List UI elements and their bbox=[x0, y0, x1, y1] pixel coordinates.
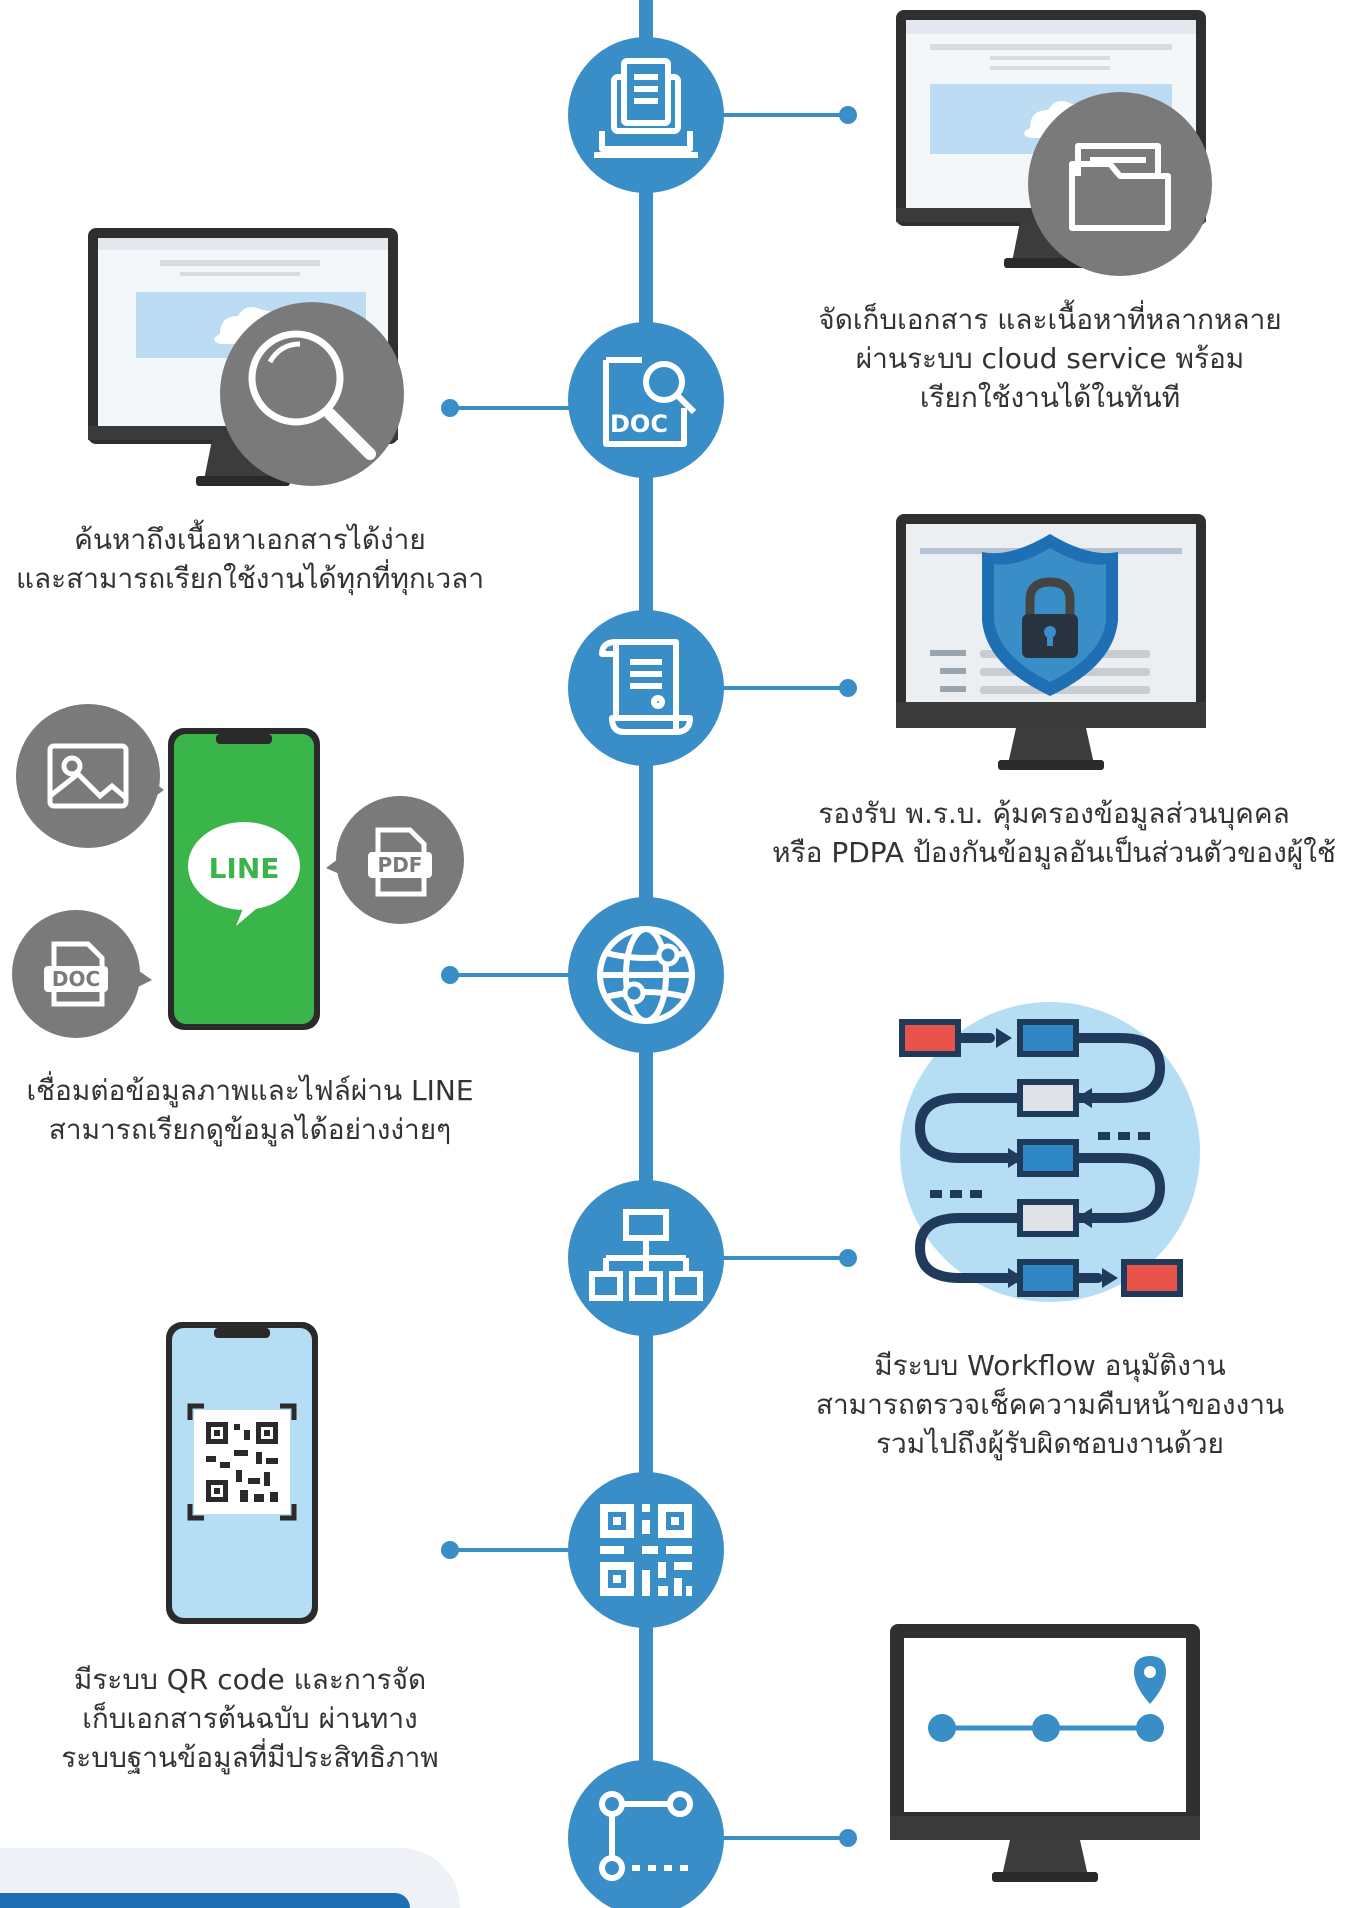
doc-file-icon: DOC bbox=[44, 941, 108, 1007]
workflow-illustration bbox=[899, 1002, 1200, 1302]
qr-code-icon bbox=[568, 1472, 724, 1628]
globe-network-icon bbox=[568, 897, 724, 1053]
qr-code-image-icon bbox=[206, 1422, 278, 1502]
sitemap-hierarchy-icon bbox=[568, 1180, 724, 1336]
qr-phone-illustration bbox=[166, 1322, 318, 1624]
doc-search-icon: DOC bbox=[568, 322, 724, 478]
line-logo-icon: LINE bbox=[188, 822, 300, 926]
feature-caption-workflow: มีระบบ Workflow อนุมัติงาน สามารถตรวจเช็… bbox=[815, 1349, 1285, 1460]
feature-caption-qr: มีระบบ QR code และการจัด เก็บเอกสารต้นฉบ… bbox=[61, 1663, 439, 1774]
bottom-banner-accent bbox=[0, 1893, 410, 1908]
search-monitor-illustration bbox=[88, 228, 404, 486]
svg-text:LINE: LINE bbox=[209, 852, 280, 885]
svg-text:DOC: DOC bbox=[52, 967, 100, 991]
svg-text:PDF: PDF bbox=[378, 853, 423, 877]
feature-caption-cloud: จัดเก็บเอกสาร และเนื้อหาที่หลากหลาย ผ่าน… bbox=[818, 303, 1282, 414]
pdf-icon: PDF bbox=[368, 827, 432, 897]
route-progress-icon bbox=[928, 1656, 1166, 1742]
scroll-contract-icon bbox=[568, 610, 724, 766]
feature-caption-line: เชื่อมต่อข้อมูลภาพและไฟล์ผ่าน LINE สามาร… bbox=[26, 1074, 474, 1146]
line-phone-illustration: LINE PDF DOC bbox=[12, 704, 464, 1038]
svg-text:DOC: DOC bbox=[610, 410, 668, 438]
image-icon bbox=[47, 743, 129, 809]
route-path-icon bbox=[568, 1760, 724, 1908]
shield-lock-icon bbox=[982, 534, 1118, 696]
pdpa-shield-monitor-illustration bbox=[896, 514, 1206, 770]
magnifier-icon bbox=[248, 330, 376, 460]
location-pin-icon bbox=[1134, 1656, 1166, 1704]
document-laptop-icon bbox=[568, 37, 724, 193]
cloud-storage-monitor-illustration bbox=[896, 10, 1212, 276]
tracking-monitor-illustration bbox=[890, 1624, 1200, 1882]
folder-icon bbox=[1069, 143, 1171, 231]
feature-caption-search: ค้นหาถึงเนื้อหาเอกสารได้ง่าย และสามารถเร… bbox=[15, 523, 485, 595]
feature-caption-pdpa: รองรับ พ.ร.บ. คุ้มครองข้อมูลส่วนบุคคล หร… bbox=[772, 797, 1336, 869]
